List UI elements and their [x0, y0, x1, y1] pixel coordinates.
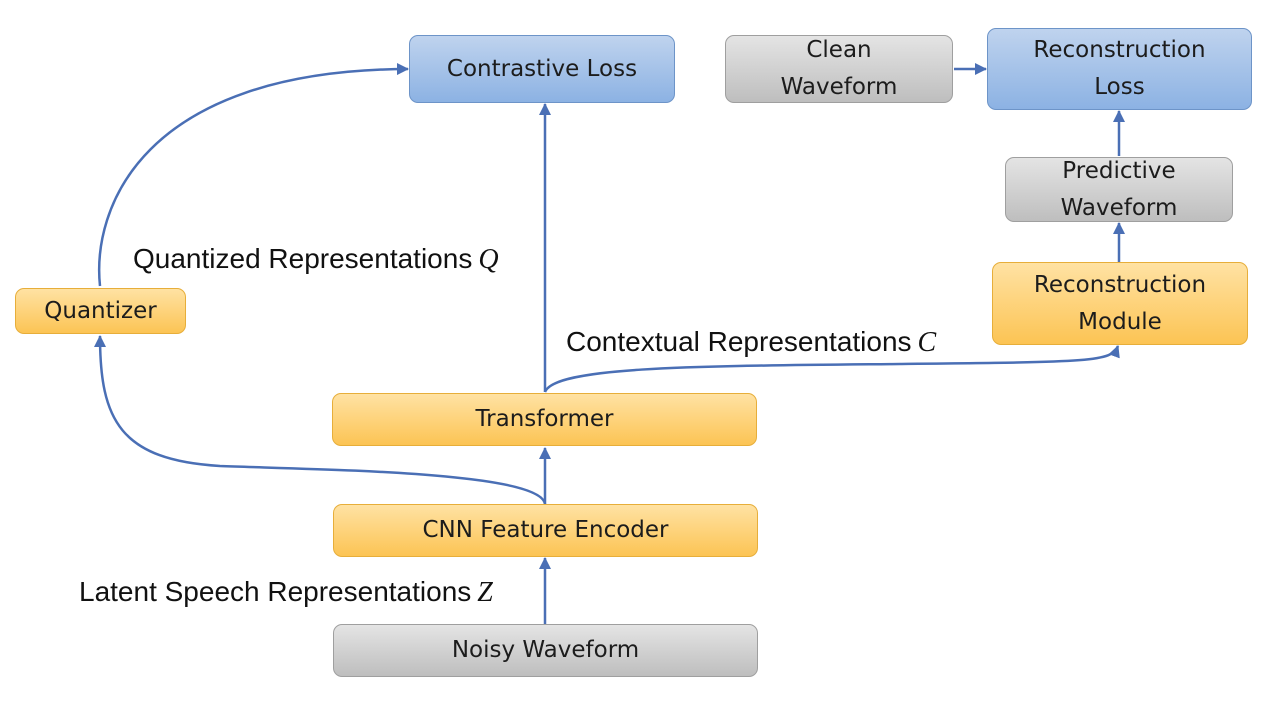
noisy-waveform-box: Noisy Waveform	[333, 624, 758, 677]
quantized-symbol: Q	[478, 244, 499, 275]
cnn-feature-encoder-box: CNN Feature Encoder	[333, 504, 758, 557]
edge-quantizer-to-contrastive	[98, 63, 409, 287]
reconstruction-loss-label: Reconstruction Loss	[1033, 37, 1206, 100]
transformer-label: Transformer	[475, 406, 614, 432]
latent-speech-representations-text: Latent Speech Representations	[79, 576, 472, 607]
predictive-waveform-label: Predictive Waveform	[1060, 157, 1178, 221]
contextual-representations-text: Contextual Representations	[566, 326, 912, 357]
noisy-waveform-label: Noisy Waveform	[451, 637, 640, 663]
reconstruction-module-label: Reconstruction Module	[1033, 271, 1207, 335]
edge-cnn-to-quantizer	[94, 335, 547, 505]
contrastive-loss-box: Contrastive Loss	[409, 35, 675, 103]
predictive-waveform-box: Predictive Waveform	[1005, 157, 1233, 222]
reconstruction-loss-box: Reconstruction Loss	[987, 28, 1252, 110]
quantizer-box: Quantizer	[15, 288, 186, 334]
quantizer-label: Quantizer	[44, 297, 157, 324]
clean-waveform-label: Clean Waveform	[780, 37, 898, 100]
contextual-symbol: C	[917, 327, 937, 358]
transformer-box: Transformer	[332, 393, 757, 446]
reconstruction-module-box: Reconstruction Module	[992, 262, 1248, 345]
contrastive-loss-label: Contrastive Loss	[446, 55, 638, 82]
latent-symbol: Z	[477, 577, 493, 608]
cnn-feature-encoder-label: CNN Feature Encoder	[422, 517, 669, 543]
edge-transformer-to-reconstruction-module	[543, 345, 1120, 393]
clean-waveform-box: Clean Waveform	[725, 35, 953, 103]
quantized-representations-text: Quantized Representations	[133, 243, 473, 274]
